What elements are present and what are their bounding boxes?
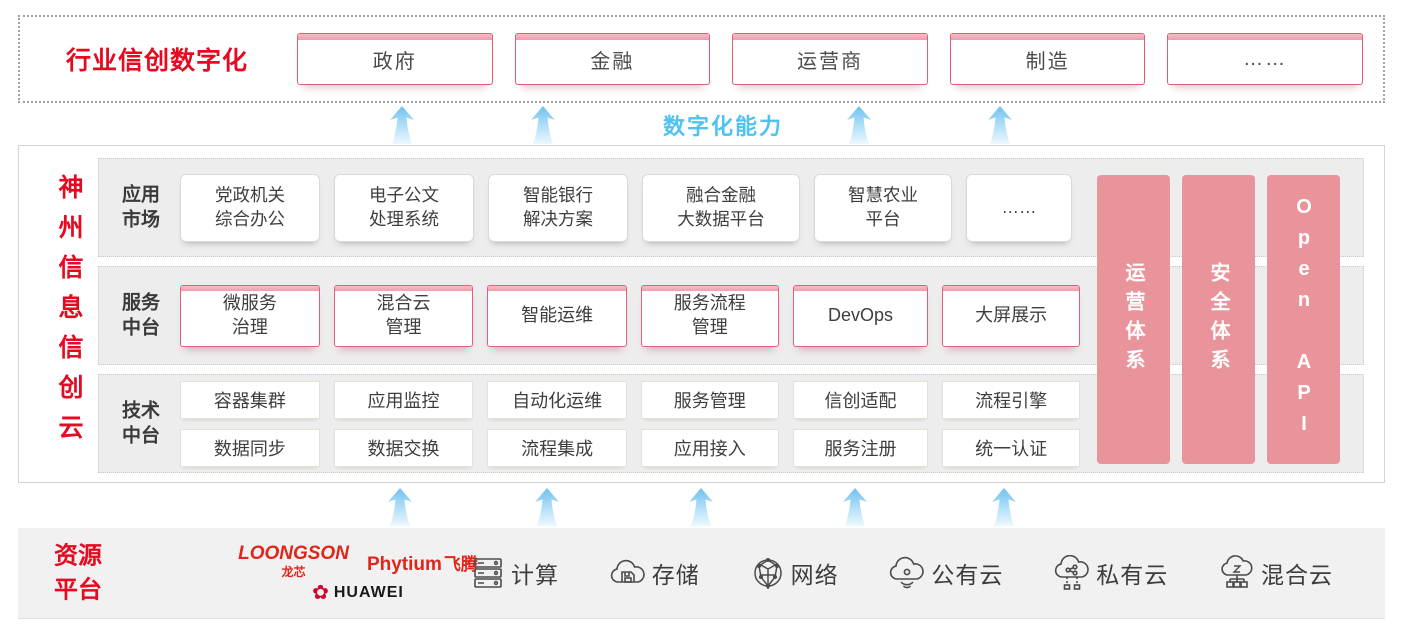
tech-box: 信创适配 bbox=[792, 380, 929, 419]
public-cloud-icon bbox=[890, 556, 925, 589]
server-icon bbox=[474, 558, 502, 588]
up-arrow-icon bbox=[388, 488, 412, 526]
network-globe-icon bbox=[753, 557, 782, 589]
resource-item-network: 网络 bbox=[750, 555, 839, 591]
private-cloud-icon bbox=[1055, 555, 1089, 590]
tech-box: 服务管理 bbox=[640, 380, 779, 419]
tech-box: 应用接入 bbox=[640, 428, 779, 467]
service-box: 大屏展示 bbox=[942, 284, 1080, 347]
service-box: 服务流程 管理 bbox=[640, 284, 779, 347]
pillar-operation-system: 运营体系 bbox=[1097, 175, 1170, 464]
resource-item-private-cloud: 私有云 bbox=[1053, 555, 1168, 591]
up-arrow-icon bbox=[988, 106, 1012, 144]
up-arrow-icon bbox=[843, 488, 867, 526]
up-arrow-icon bbox=[689, 488, 713, 526]
industry-label: 政府 bbox=[372, 50, 417, 73]
storage-cloud-icon bbox=[610, 559, 645, 583]
app-box: 电子公文 处理系统 bbox=[334, 173, 474, 242]
service-box: 混合云 管理 bbox=[333, 284, 474, 347]
tech-boxes: 容器集群 数据同步 应用监控 数据交换 自动化运维 流程集成 服务管理 应用接入 bbox=[180, 380, 1080, 467]
service-box: 微服务 治理 bbox=[180, 284, 320, 347]
tech-box: 应用监控 bbox=[333, 380, 474, 419]
tech-column: 流程引擎 统一认证 bbox=[942, 380, 1080, 467]
service-band: 服务 中台 微服务 治理 混合云 管理 bbox=[98, 266, 1364, 365]
huawei-logo: ✿ HUAWEI bbox=[312, 582, 404, 604]
tech-box: 统一认证 bbox=[942, 428, 1080, 467]
huawei-flower-icon: ✿ bbox=[312, 582, 329, 604]
service-box: 智能运维 bbox=[487, 284, 627, 347]
tech-box: 数据交换 bbox=[333, 428, 474, 467]
industry-box-government: 政府 bbox=[297, 33, 493, 85]
up-arrow-icon bbox=[847, 106, 871, 144]
pink-strip bbox=[943, 285, 1079, 291]
resource-item-hybrid-cloud: 混合云 bbox=[1218, 555, 1333, 591]
loongson-logo: LOONGSON 龙芯 bbox=[238, 543, 349, 579]
app-box: 党政机关 综合办公 bbox=[180, 173, 320, 242]
industry-banner: 行业信创数字化 政府 金融 运营商 制造 …… bbox=[18, 15, 1385, 103]
tech-column: 自动化运维 流程集成 bbox=[487, 380, 627, 467]
service-box: DevOps bbox=[792, 284, 929, 347]
pink-strip bbox=[733, 34, 927, 40]
tech-box: 流程引擎 bbox=[942, 380, 1080, 419]
pink-strip bbox=[181, 285, 319, 291]
pink-strip bbox=[950, 34, 1145, 40]
pink-strip bbox=[515, 34, 710, 40]
industry-row: 政府 金融 运营商 制造 …… bbox=[297, 33, 1363, 85]
band-label-tech: 技术 中台 bbox=[121, 399, 160, 447]
tech-box: 自动化运维 bbox=[487, 380, 627, 419]
industry-label: 制造 bbox=[1025, 50, 1070, 73]
industry-label: 运营商 bbox=[796, 50, 863, 73]
app-market-band: 应用 市场 党政机关 综合办公 电子公文 处理系统 智能银行 解决方案 bbox=[98, 158, 1364, 257]
platform-title: 神州信息信创云 bbox=[55, 174, 83, 454]
industry-box-manufacturing: 制造 bbox=[949, 33, 1146, 85]
up-arrow-icon bbox=[992, 488, 1016, 526]
tech-column: 服务管理 应用接入 bbox=[640, 380, 779, 467]
service-boxes: 微服务 治理 混合云 管理 智能运维 服务流程 bbox=[180, 284, 1080, 347]
industry-box-finance: 金融 bbox=[514, 33, 711, 85]
pink-strip bbox=[793, 285, 928, 291]
tech-column: 容器集群 数据同步 bbox=[180, 380, 320, 467]
phytium-logo: Phytium 飞腾 bbox=[366, 554, 478, 575]
capability-label: 数字化能力 bbox=[662, 114, 784, 139]
pink-strip bbox=[1168, 34, 1362, 40]
pink-strip bbox=[488, 285, 626, 291]
resource-platform-title: 资源 平台 bbox=[54, 542, 102, 603]
platform-bands: 应用 市场 党政机关 综合办公 电子公文 处理系统 智能银行 解决方案 bbox=[98, 158, 1364, 473]
industry-banner-title: 行业信创数字化 bbox=[66, 47, 249, 75]
industry-label: …… bbox=[1243, 47, 1288, 70]
pillar-open-api: Open API bbox=[1267, 175, 1340, 464]
app-box: 智能银行 解决方案 bbox=[488, 173, 628, 242]
tech-column: 信创适配 服务注册 bbox=[792, 380, 929, 467]
industry-box-operator: 运营商 bbox=[732, 33, 928, 85]
up-arrow-icon bbox=[390, 106, 414, 144]
up-arrow-icon bbox=[535, 488, 559, 526]
platform-box: 神州信息信创云 应用 市场 党政机关 综合办公 电子公文 处理系统 bbox=[18, 145, 1385, 483]
tech-box: 流程集成 bbox=[487, 428, 627, 467]
resource-item-public-cloud: 公有云 bbox=[888, 555, 1003, 591]
app-box: 智慧农业 平台 bbox=[814, 173, 952, 242]
pink-strip bbox=[298, 34, 492, 40]
pink-strip bbox=[334, 285, 473, 291]
resource-item-storage: 存储 bbox=[609, 555, 700, 591]
tech-band: 技术 中台 容器集群 数据同步 应用监控 数据交换 自动化运维 流程集成 bbox=[98, 374, 1364, 473]
industry-label: 金融 bbox=[590, 50, 635, 73]
industry-box-more: …… bbox=[1167, 33, 1363, 85]
resource-items: 计算 存储 网络 bbox=[470, 555, 1333, 591]
pillar-security-system: 安全体系 bbox=[1182, 175, 1255, 464]
app-box: 融合金融 大数据平台 bbox=[642, 173, 800, 242]
pink-strip bbox=[641, 285, 778, 291]
hybrid-cloud-icon bbox=[1221, 555, 1253, 588]
band-label-app-market: 应用 市场 bbox=[121, 183, 160, 231]
tech-box: 容器集群 bbox=[180, 380, 320, 419]
app-market-boxes: 党政机关 综合办公 电子公文 处理系统 智能银行 解决方案 融合金融 大数据平台 bbox=[180, 173, 1080, 242]
up-arrow-icon bbox=[531, 106, 555, 144]
tech-column: 应用监控 数据交换 bbox=[333, 380, 474, 467]
resource-platform: 资源 平台 LOONGSON 龙芯 Phytium 飞腾 ✿ HUAWEI bbox=[18, 528, 1385, 619]
band-label-service: 服务 中台 bbox=[121, 291, 160, 339]
tech-box: 数据同步 bbox=[180, 428, 320, 467]
app-box-more: …… bbox=[966, 173, 1072, 242]
vendor-logos: LOONGSON 龙芯 Phytium 飞腾 ✿ HUAWEI bbox=[218, 543, 498, 603]
resource-item-compute: 计算 bbox=[470, 555, 559, 591]
tech-box: 服务注册 bbox=[792, 428, 929, 467]
